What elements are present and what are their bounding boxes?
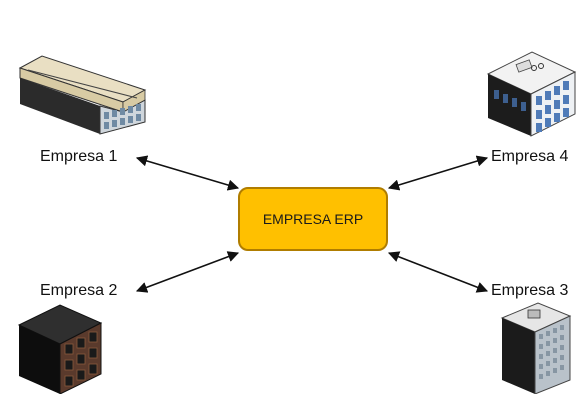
empresa-3-label: Empresa 3 xyxy=(491,282,569,299)
empresa-4-label: Empresa 4 xyxy=(491,148,569,165)
empresa-2-label: Empresa 2 xyxy=(40,282,118,299)
tall-grey-tower-icon xyxy=(500,302,572,394)
connector-empresa-4 xyxy=(387,155,489,191)
erp-hub-label: EMPRESA ERP xyxy=(262,211,364,227)
brick-building-icon xyxy=(17,304,103,394)
blue-windows-building-icon xyxy=(486,51,577,137)
connector-empresa-3 xyxy=(387,251,489,293)
erp-hub-box: EMPRESA ERP xyxy=(238,187,388,251)
low-beige-building-icon xyxy=(18,55,147,135)
connector-empresa-1 xyxy=(135,155,240,191)
empresa-1-label: Empresa 1 xyxy=(40,148,118,165)
connector-empresa-2 xyxy=(135,251,240,293)
